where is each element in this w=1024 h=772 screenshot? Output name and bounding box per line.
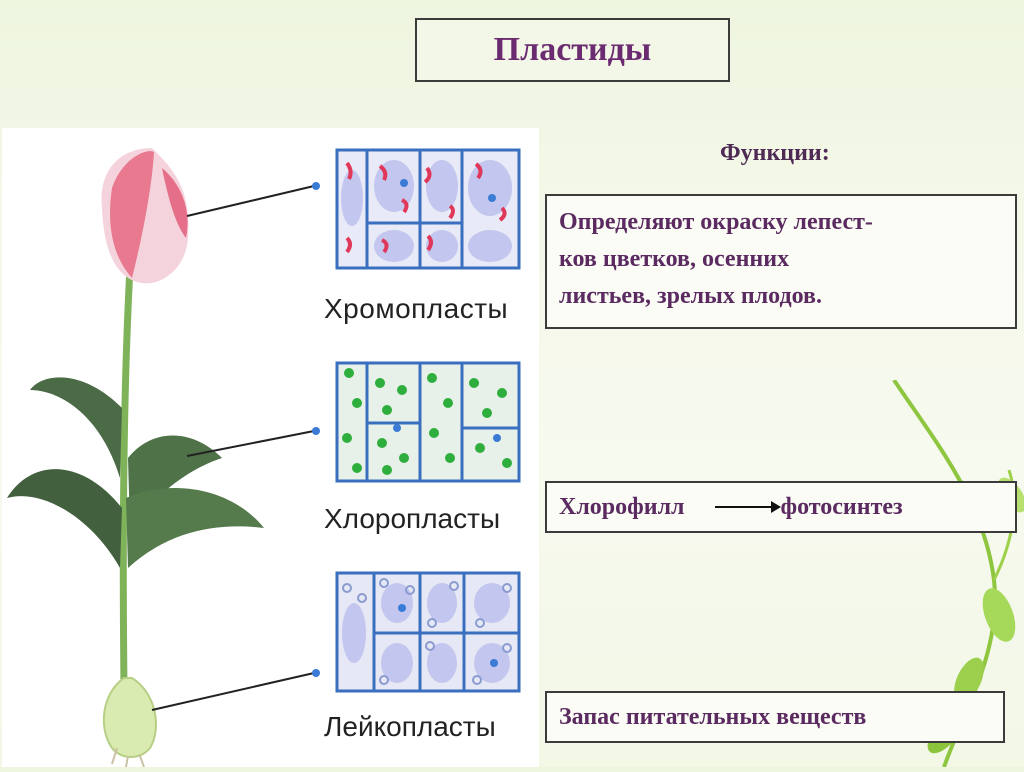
functions-label: Функции:: [720, 140, 830, 167]
chloroplast-function-box: Хлорофилл фотосинтез: [545, 481, 1017, 533]
leaf-right-low: [126, 488, 264, 568]
leucoplast-function-box: Запас питательных веществ: [545, 691, 1005, 743]
slide-title: Пластиды: [494, 31, 652, 69]
leaf-left-top: [30, 377, 122, 478]
chloroplast-cells: [337, 363, 519, 481]
chromoplast-cells: [337, 150, 519, 268]
caption-chromoplasts: Хромопласты: [324, 293, 508, 324]
arrow-right-icon: [715, 506, 779, 508]
tulip-bulb: [104, 678, 156, 757]
chromoplast-function-line: листьев, зрелых плодов.: [559, 278, 1003, 315]
plastids-illustration: Хромопласты Хлоропласты: [2, 128, 539, 767]
leaf-left-low: [7, 469, 122, 568]
chlorophyll-text: Хлорофилл: [559, 494, 685, 521]
title-box: Пластиды: [415, 18, 730, 82]
leucoplast-cells: [337, 573, 519, 691]
tulip-and-cells: Хромопласты Хлоропласты: [2, 128, 539, 767]
chromoplast-function-line: ков цветков, осенних: [559, 241, 1003, 278]
caption-leucoplasts: Лейкопласты: [324, 711, 496, 742]
chromoplast-function-line: Определяют окраску лепест-: [559, 204, 1003, 241]
caption-chloroplasts: Хлоропласты: [324, 503, 500, 534]
chromoplast-function-box: Определяют окраску лепест- ков цветков, …: [545, 194, 1017, 329]
photosynthesis-text: фотосинтез: [781, 494, 903, 521]
nutrient-storage-text: Запас питательных веществ: [559, 704, 866, 731]
